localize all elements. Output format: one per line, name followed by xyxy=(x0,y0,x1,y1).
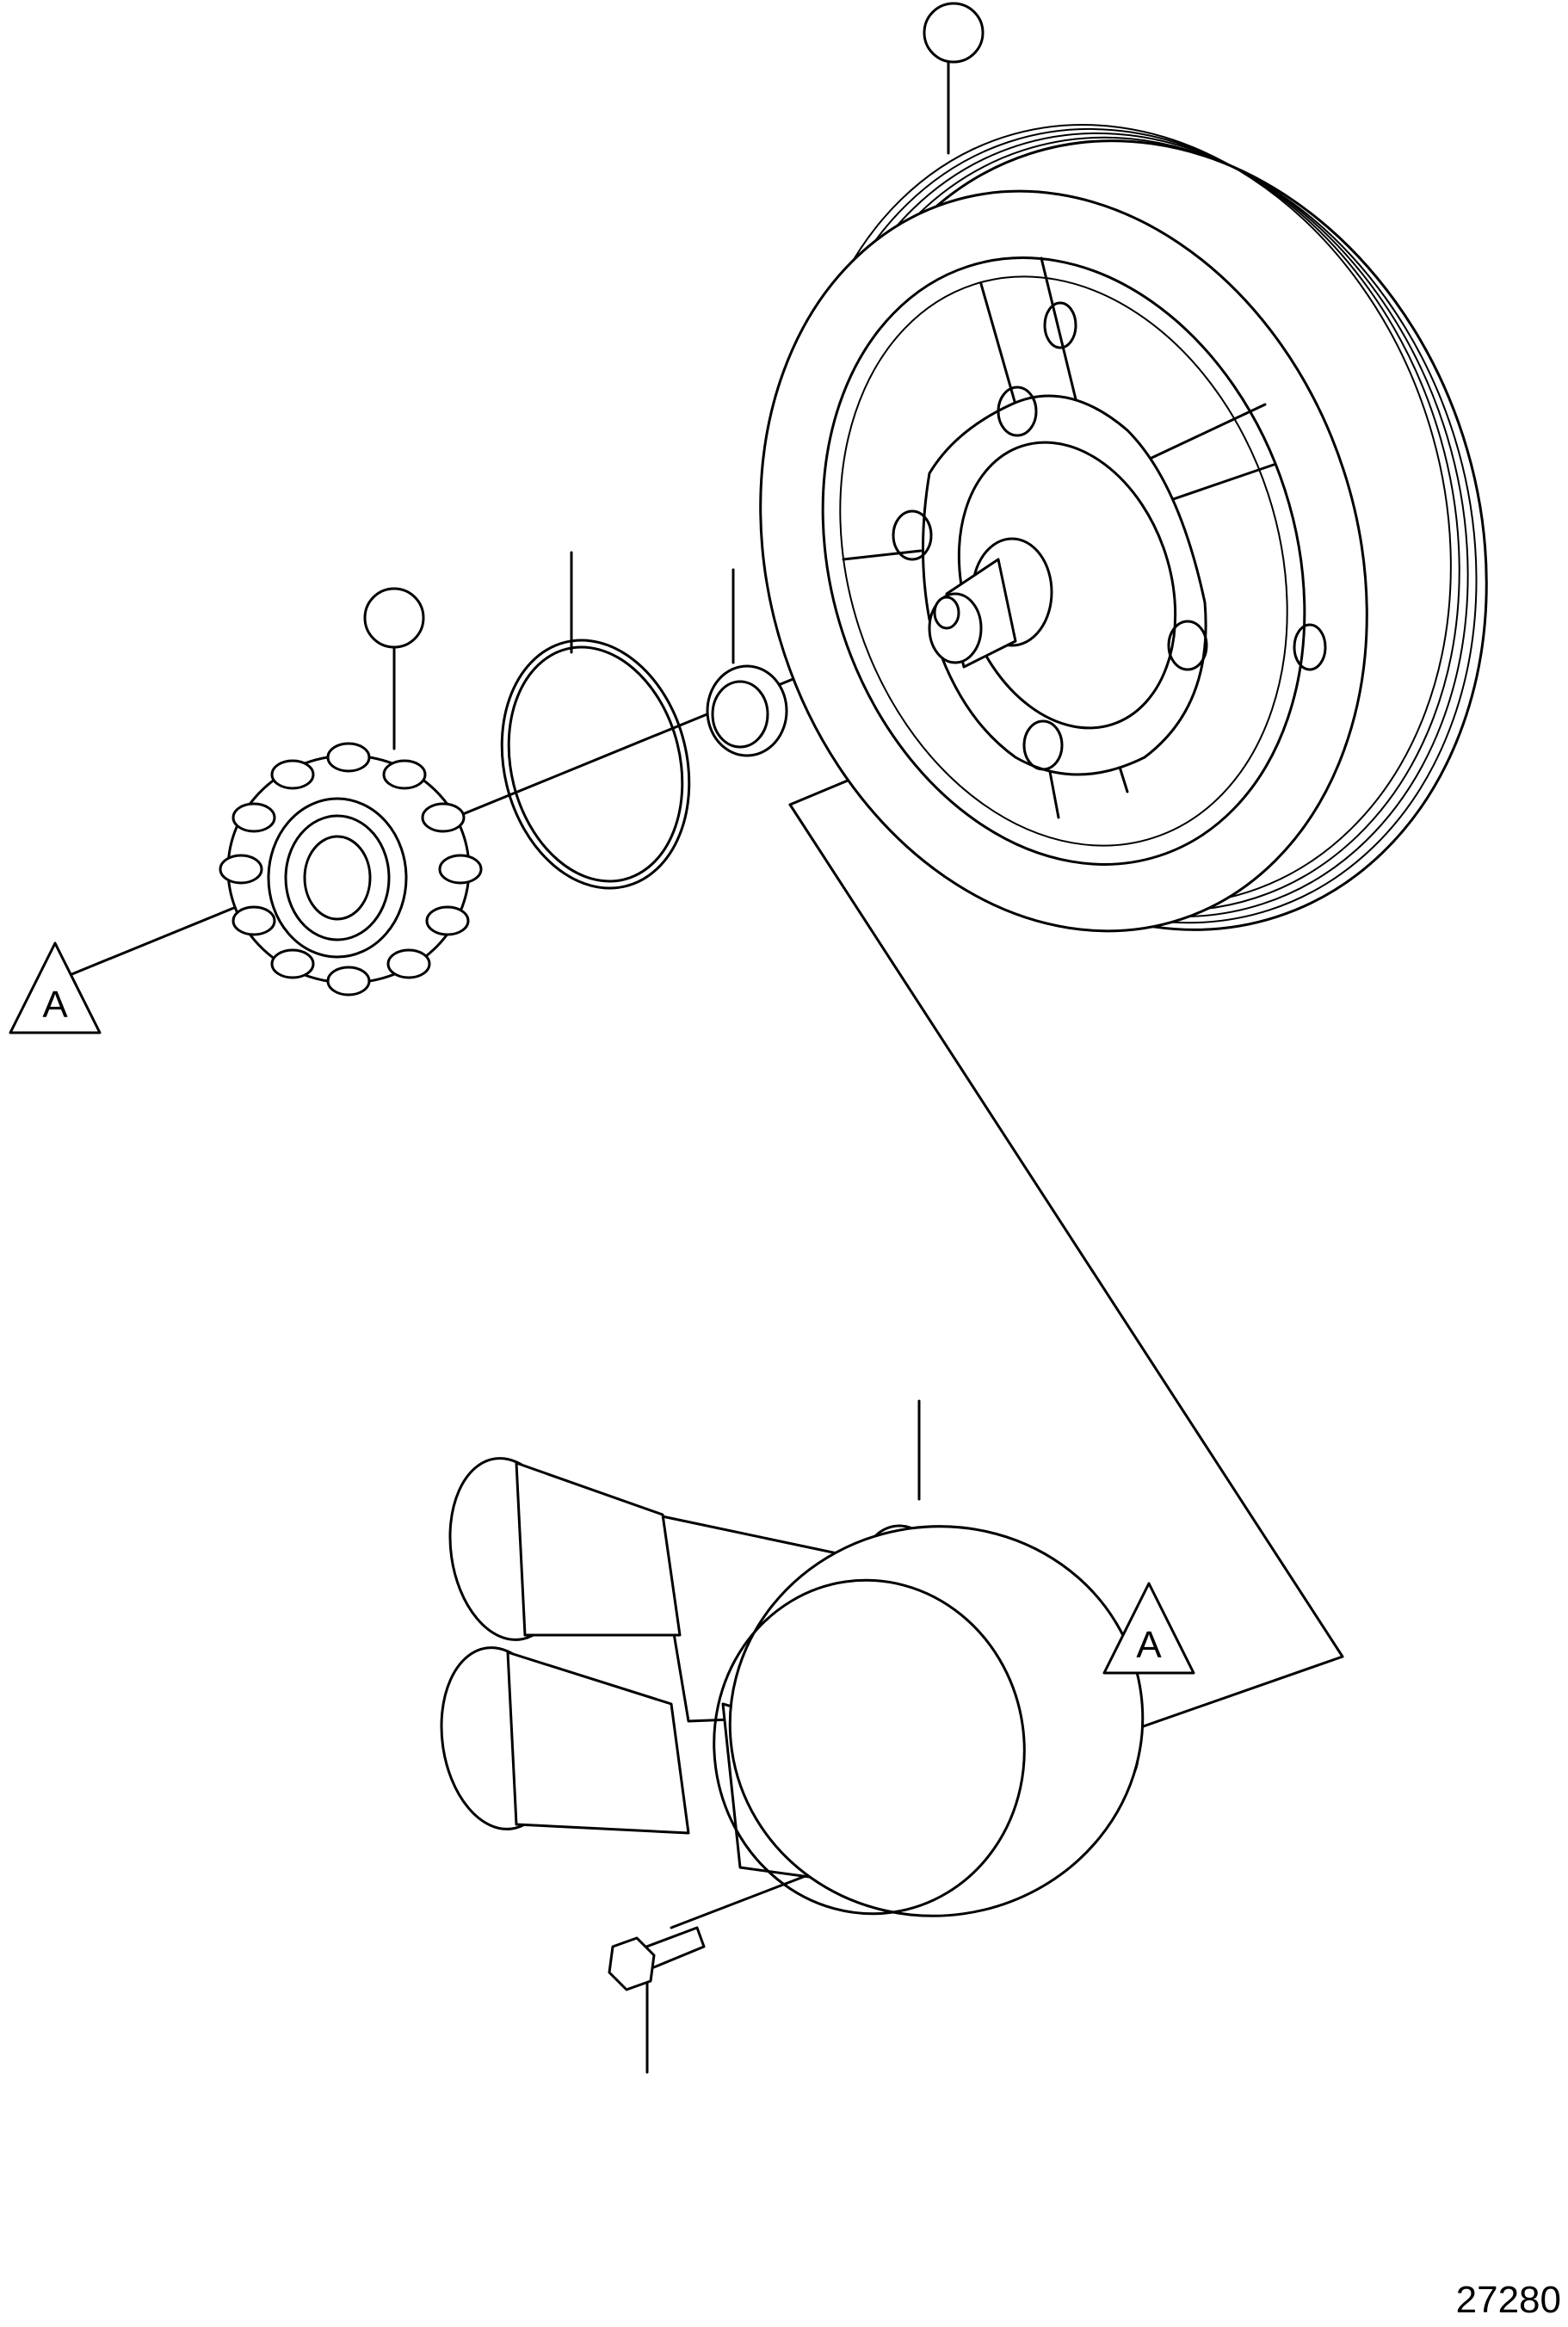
o-ring xyxy=(500,639,691,890)
bolt xyxy=(608,1926,706,1991)
seal-ring xyxy=(706,664,788,757)
pump-housing xyxy=(440,1457,1145,1917)
item-circle-impeller xyxy=(363,587,425,649)
callout-a-top: A xyxy=(9,941,102,1034)
impeller xyxy=(219,742,483,997)
callout-a-top-label: A xyxy=(42,984,68,1026)
figure-number: 27280 xyxy=(1455,2279,1561,2321)
item-circle-pulley xyxy=(923,2,985,64)
callout-a-bottom-label: A xyxy=(1136,1624,1162,1666)
pulley xyxy=(759,124,1488,933)
callout-a-bottom: A xyxy=(1102,1582,1195,1675)
o-ring-inner xyxy=(507,645,684,883)
